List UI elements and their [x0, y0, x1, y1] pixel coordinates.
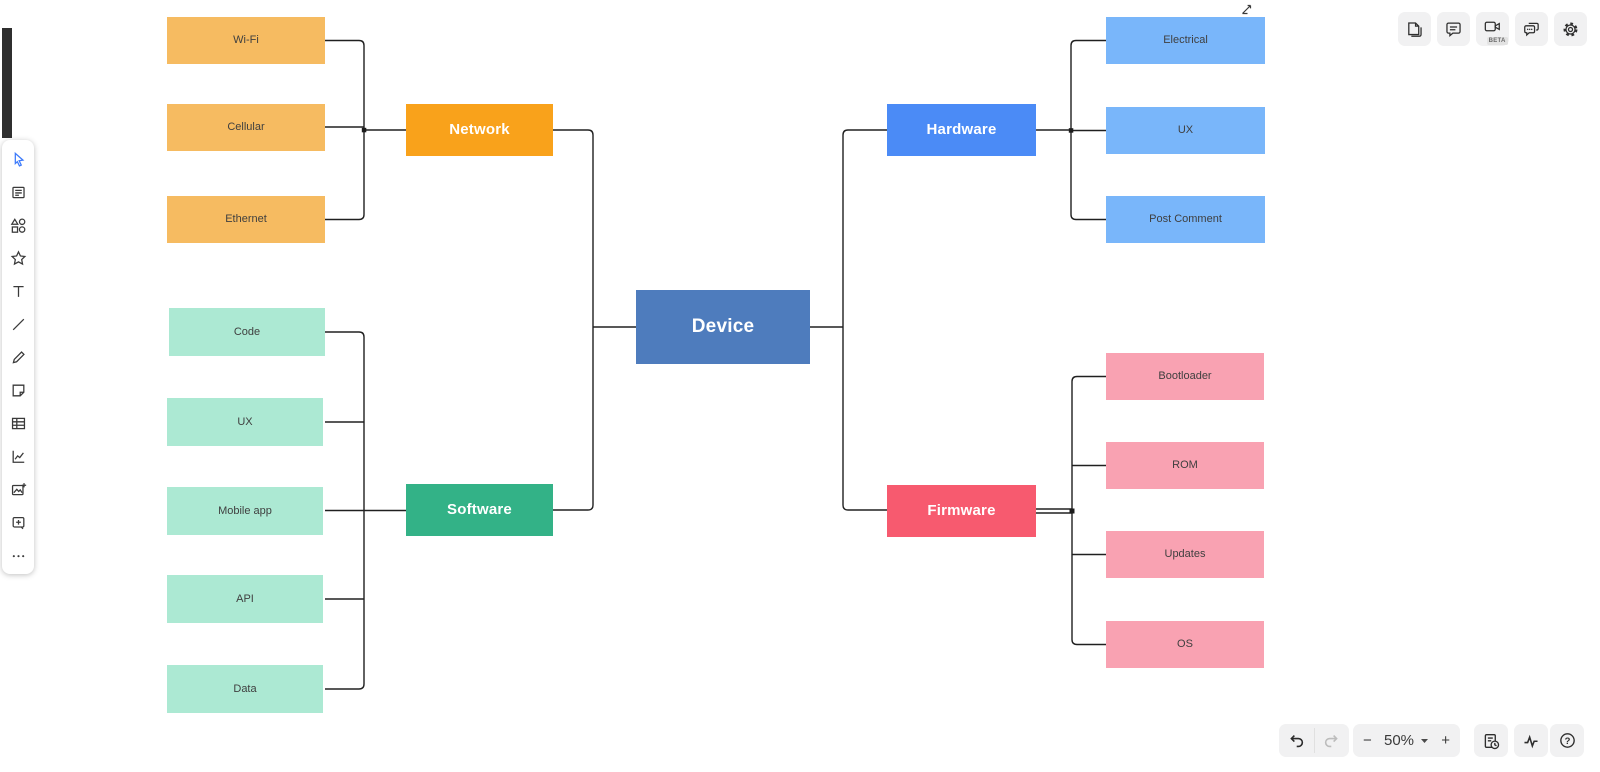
undo-redo-group	[1279, 724, 1349, 757]
zoom-level-dropdown[interactable]: 50%	[1384, 732, 1429, 749]
chart-tool-icon[interactable]	[6, 444, 30, 468]
left-toolbar	[2, 140, 34, 574]
table-tool-icon[interactable]	[6, 411, 30, 435]
select-tool-icon[interactable]	[6, 147, 30, 171]
collapsed-panel-edge	[2, 28, 12, 138]
gear-icon	[1563, 22, 1578, 36]
node-network[interactable]: Network	[406, 104, 553, 156]
node-hardware[interactable]: Hardware	[887, 104, 1036, 156]
node-data[interactable]: Data	[167, 665, 323, 713]
node-updates[interactable]: Updates	[1106, 531, 1264, 578]
comment-button[interactable]	[1437, 12, 1470, 46]
undo-icon	[1290, 735, 1303, 748]
sticky-note-tool-icon[interactable]	[6, 378, 30, 402]
undo-button[interactable]	[1279, 724, 1314, 757]
shapes-tool-icon[interactable]	[6, 213, 30, 237]
insert-image-tool-icon[interactable]	[6, 477, 30, 501]
more-tools-icon[interactable]	[6, 543, 30, 567]
redo-icon	[1325, 735, 1338, 748]
pen-tool-icon[interactable]	[6, 345, 30, 369]
text-tool-icon[interactable]	[6, 279, 30, 303]
notes-tool-icon[interactable]	[6, 180, 30, 204]
node-os[interactable]: OS	[1106, 621, 1264, 668]
node-device[interactable]: Device	[636, 290, 810, 364]
node-bootloader[interactable]: Bootloader	[1106, 353, 1264, 400]
pages-button[interactable]	[1398, 12, 1431, 46]
help-icon: ?	[1559, 733, 1575, 748]
zoom-in-button[interactable]: +	[1441, 732, 1450, 749]
zoom-level-value: 50%	[1383, 732, 1415, 749]
video-camera-icon	[1484, 21, 1500, 31]
star-tool-icon[interactable]	[6, 246, 30, 270]
node-wifi[interactable]: Wi-Fi	[167, 17, 325, 64]
node-software[interactable]: Software	[406, 484, 553, 536]
node-api[interactable]: API	[167, 575, 323, 623]
activity-button[interactable]	[1514, 724, 1548, 757]
insert-frame-tool-icon[interactable]	[6, 510, 30, 534]
settings-button[interactable]	[1554, 12, 1587, 46]
node-rom[interactable]: ROM	[1106, 442, 1264, 489]
node-electrical[interactable]: Electrical	[1106, 17, 1265, 64]
node-firmware[interactable]: Firmware	[887, 485, 1036, 537]
chat-bubbles-icon	[1524, 22, 1539, 36]
zoom-controls: − 50% +	[1353, 724, 1460, 757]
video-chat-button[interactable]: BETA	[1476, 12, 1509, 46]
redo-button[interactable]	[1315, 724, 1350, 757]
chat-button[interactable]	[1515, 12, 1548, 46]
zoom-out-button[interactable]: −	[1363, 732, 1372, 749]
beta-badge: BETA	[1486, 37, 1508, 45]
comment-icon	[1446, 22, 1461, 37]
pulse-icon	[1524, 734, 1538, 748]
help-glyph: ?	[1564, 736, 1570, 747]
node-mobile-app[interactable]: Mobile app	[167, 487, 323, 535]
node-ux-software[interactable]: UX	[167, 398, 323, 446]
document-history-icon	[1484, 733, 1500, 749]
version-history-button[interactable]	[1474, 724, 1508, 757]
node-ethernet[interactable]: Ethernet	[167, 196, 325, 243]
node-code[interactable]: Code	[169, 308, 325, 356]
node-ux-hardware[interactable]: UX	[1106, 107, 1265, 154]
line-tool-icon[interactable]	[6, 312, 30, 336]
resize-frame-icon[interactable]	[1238, 2, 1254, 18]
pages-icon	[1408, 21, 1422, 37]
node-cellular[interactable]: Cellular	[167, 104, 325, 151]
node-post-comment[interactable]: Post Comment	[1106, 196, 1265, 243]
chevron-down-icon	[1421, 738, 1429, 743]
help-button[interactable]: ?	[1550, 724, 1584, 757]
undo-redo-divider	[1313, 728, 1315, 753]
